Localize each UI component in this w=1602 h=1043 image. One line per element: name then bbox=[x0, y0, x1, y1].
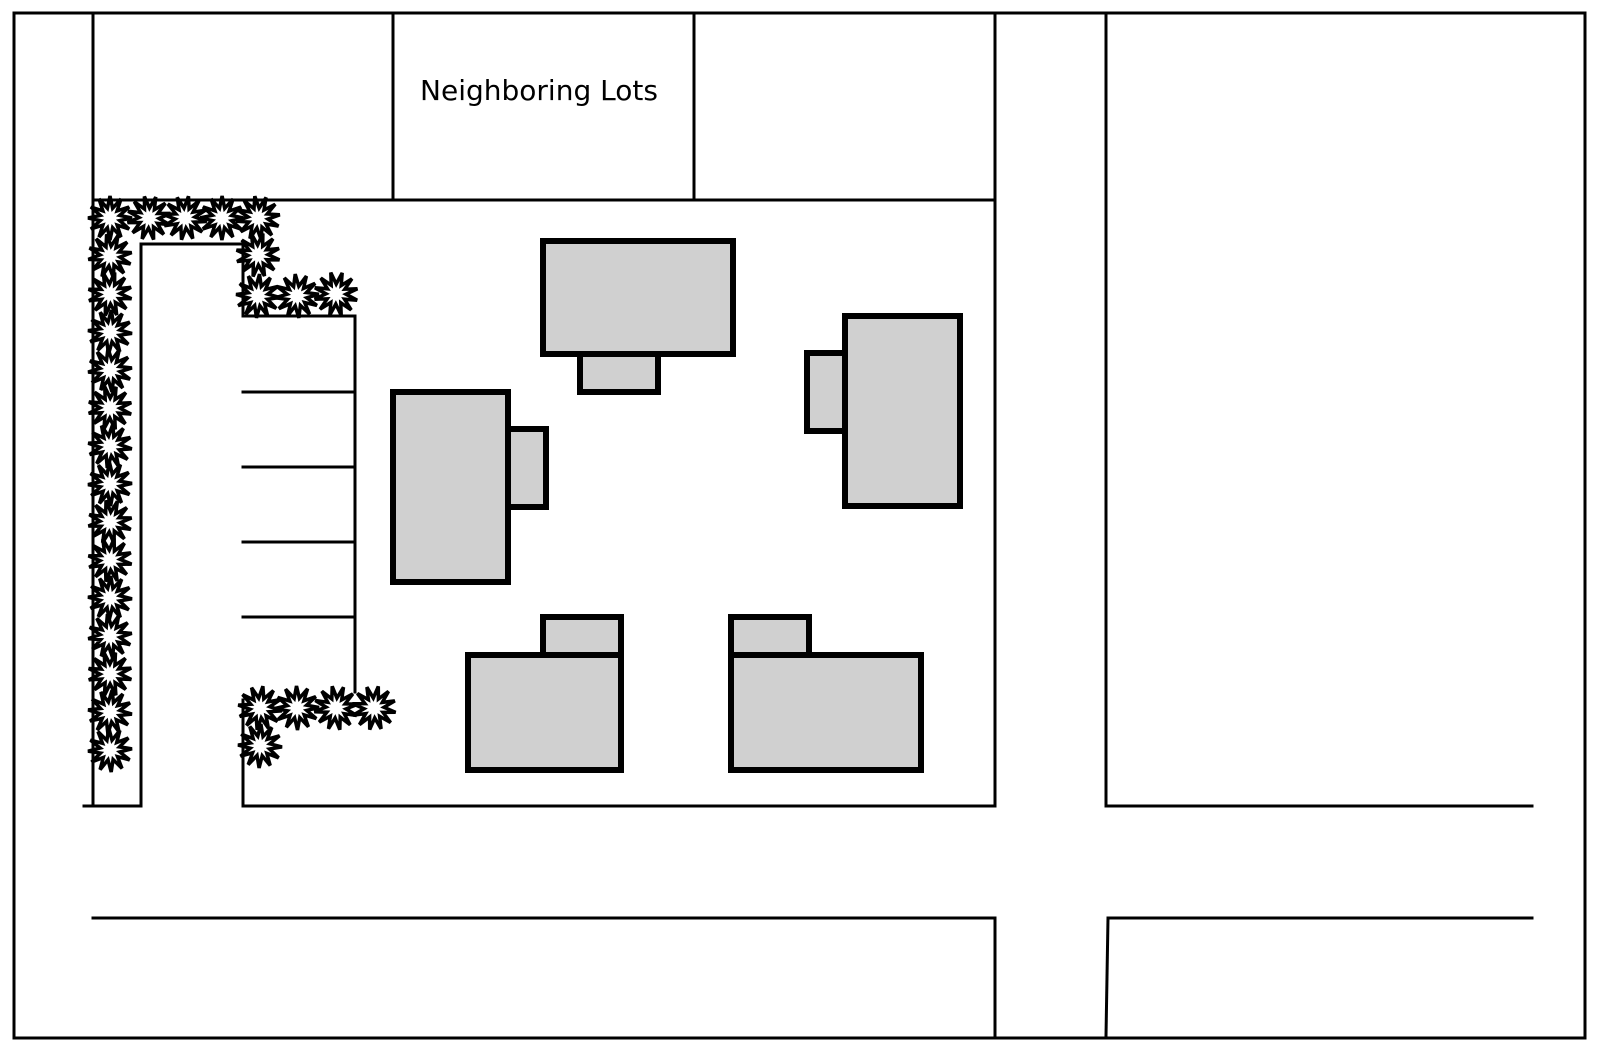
building-west-annex bbox=[505, 426, 549, 510]
starburst-shrub-icon bbox=[313, 685, 359, 731]
building-north-main bbox=[540, 238, 736, 357]
building-north-annex bbox=[577, 351, 661, 395]
starburst-shrub-icon bbox=[351, 685, 397, 731]
starburst-shrub-icon bbox=[274, 685, 320, 731]
starburst-shrub-icon bbox=[87, 309, 133, 355]
landscaping-shrubs bbox=[87, 195, 397, 773]
starburst-shrub-icon bbox=[237, 685, 283, 731]
roads bbox=[91, 14, 1534, 1038]
building-southeast-main bbox=[728, 652, 924, 773]
starburst-shrub-icon bbox=[274, 273, 320, 319]
starburst-shrub-icon bbox=[87, 385, 133, 431]
building-southwest bbox=[465, 614, 624, 773]
starburst-shrub-icon bbox=[87, 537, 133, 583]
neighboring-lots: Neighboring Lots bbox=[91, 14, 997, 202]
road-cross-east-edge-lower bbox=[1104, 916, 1110, 1038]
starburst-shrub-icon bbox=[235, 232, 281, 278]
building-southeast bbox=[728, 614, 924, 773]
starburst-shrub-icon bbox=[87, 195, 133, 241]
buildings bbox=[390, 238, 963, 773]
starburst-shrub-icon bbox=[87, 727, 133, 773]
starburst-shrub-icon bbox=[87, 575, 133, 621]
starburst-shrub-icon bbox=[87, 271, 133, 317]
starburst-shrub-icon bbox=[126, 195, 172, 241]
starburst-shrub-icon bbox=[87, 461, 133, 507]
starburst-shrub-icon bbox=[87, 651, 133, 697]
starburst-shrub-icon bbox=[162, 195, 208, 241]
building-east-main bbox=[842, 313, 963, 509]
starburst-shrub-icon bbox=[87, 499, 133, 545]
building-west bbox=[390, 389, 549, 585]
building-southeast-annex bbox=[728, 614, 812, 658]
starburst-shrub-icon bbox=[87, 613, 133, 659]
neighboring-lots-label: Neighboring Lots bbox=[420, 74, 658, 107]
map-frame bbox=[12, 11, 1587, 1040]
starburst-shrub-icon bbox=[87, 347, 133, 393]
starburst-shrub-icon bbox=[199, 195, 245, 241]
building-southwest-main bbox=[465, 652, 624, 773]
starburst-shrub-icon bbox=[313, 271, 359, 317]
building-east-annex bbox=[804, 350, 848, 434]
building-southwest-annex bbox=[540, 614, 624, 658]
building-north bbox=[540, 238, 736, 395]
building-west-main bbox=[390, 389, 511, 585]
parking-stalls bbox=[241, 390, 357, 619]
building-east bbox=[804, 313, 963, 509]
starburst-shrub-icon bbox=[237, 723, 283, 769]
